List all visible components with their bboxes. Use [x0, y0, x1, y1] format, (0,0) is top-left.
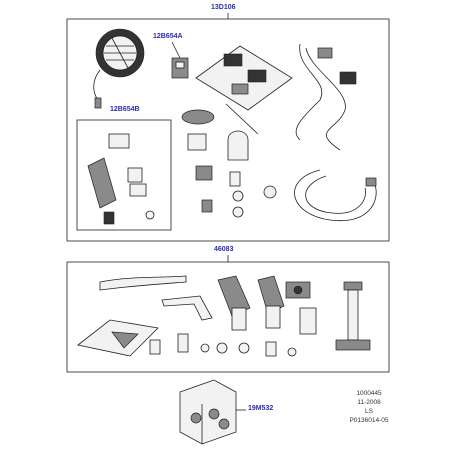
callout-bracket-set: 12B654B — [110, 106, 140, 113]
footer-code: LS — [365, 408, 373, 415]
mounting-brackets — [217, 275, 285, 331]
callout-kit-top: 13D106 — [211, 4, 236, 11]
callout-lamp-switch: 12B654A — [153, 33, 183, 40]
bottom-kit-frame — [66, 255, 390, 373]
top-kit-frame — [66, 13, 390, 242]
wiring-harness — [294, 43, 377, 222]
callout-fastener-box: 19M532 — [248, 405, 274, 412]
footer-reference: P0136014-05 — [349, 417, 389, 424]
fastener-box — [179, 379, 246, 445]
bracket-set-frame — [76, 119, 172, 231]
footer-date: 11-2008 — [357, 399, 381, 406]
callout-kit-bottom: 46083 — [214, 246, 234, 253]
template-plate — [77, 319, 159, 357]
fasteners-row — [149, 333, 297, 357]
switch-12b654a — [171, 41, 189, 79]
footer-number: 1000445 — [356, 390, 382, 397]
auxiliary-lamp — [93, 28, 145, 109]
pedestal-bracket — [285, 281, 371, 351]
small-parts-center — [181, 103, 277, 218]
trim-strips — [99, 275, 213, 321]
template-sheet — [195, 45, 293, 111]
